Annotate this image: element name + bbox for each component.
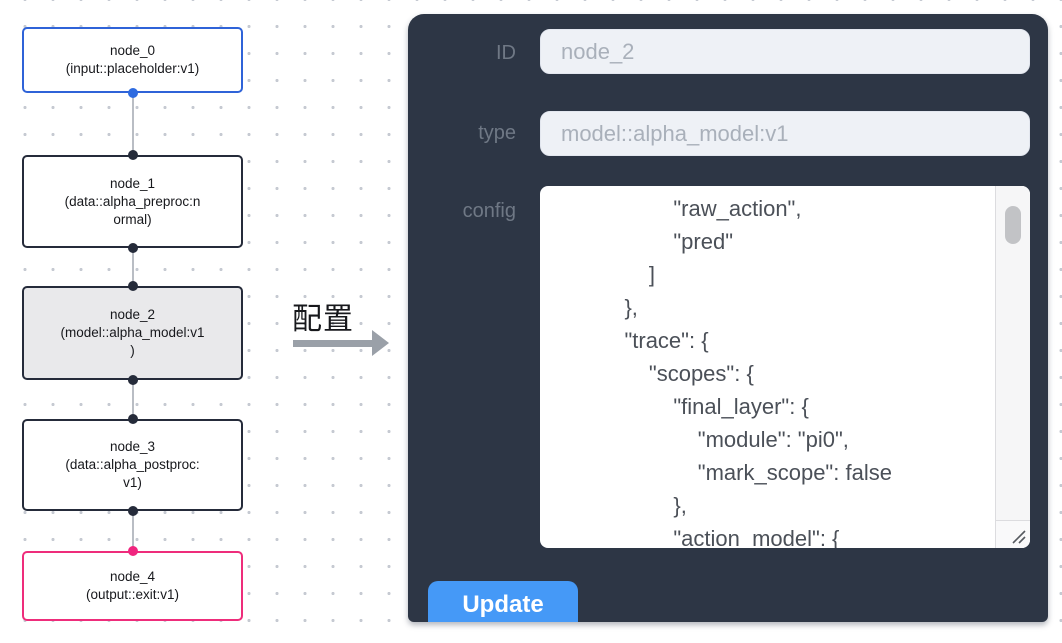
edge-node2-node3 bbox=[132, 380, 134, 419]
port-node4-input[interactable] bbox=[127, 546, 138, 556]
right-arrow-icon bbox=[293, 340, 373, 347]
config-scrollbar-thumb[interactable] bbox=[1005, 206, 1021, 244]
edge-node0-node1 bbox=[132, 93, 134, 155]
resize-grip-icon bbox=[1012, 530, 1026, 544]
port-node1-output[interactable] bbox=[127, 243, 138, 253]
node-label: node_2(model::alpha_model:v1 ) bbox=[60, 307, 205, 358]
node-label: node_0(input::placeholder:v1) bbox=[65, 43, 200, 76]
port-node1-input[interactable] bbox=[127, 150, 138, 160]
graph-node-0[interactable]: node_0(input::placeholder:v1) bbox=[22, 27, 243, 93]
port-node3-input[interactable] bbox=[127, 414, 138, 424]
config-resize-corner[interactable] bbox=[995, 520, 1030, 548]
id-field-label: ID bbox=[496, 42, 516, 64]
edge-node3-node4 bbox=[132, 511, 134, 551]
graph-node-1[interactable]: node_1(data::alpha_preproc:n ormal) bbox=[22, 155, 243, 248]
graph-node-3[interactable]: node_3(data::alpha_postproc: v1) bbox=[22, 419, 243, 511]
config-field-label: config bbox=[462, 200, 516, 222]
port-node2-input[interactable] bbox=[127, 281, 138, 291]
edge-node1-node2 bbox=[132, 248, 134, 286]
node-config-panel: ID type config "raw_action", "pred" ] },… bbox=[408, 14, 1048, 622]
port-node3-output[interactable] bbox=[127, 506, 138, 516]
right-arrow-head-icon bbox=[372, 330, 389, 356]
node-label: node_4(output::exit:v1) bbox=[85, 569, 180, 602]
configure-label: 配置 bbox=[292, 303, 354, 336]
update-button[interactable]: Update bbox=[428, 581, 578, 622]
config-json-text: "raw_action", "pred" ] }, "trace": { "sc… bbox=[624, 196, 892, 548]
config-scrollbar-track[interactable] bbox=[995, 186, 1030, 520]
type-input[interactable] bbox=[540, 111, 1030, 156]
port-node0-output[interactable] bbox=[127, 88, 138, 98]
graph-node-2-selected[interactable]: node_2(model::alpha_model:v1 ) bbox=[22, 286, 243, 380]
node-label: node_1(data::alpha_preproc:n ormal) bbox=[64, 175, 201, 227]
config-textarea[interactable]: "raw_action", "pred" ] }, "trace": { "sc… bbox=[540, 186, 1030, 548]
id-input[interactable] bbox=[540, 29, 1030, 74]
graph-node-4[interactable]: node_4(output::exit:v1) bbox=[22, 551, 243, 621]
type-field-label: type bbox=[478, 122, 516, 144]
port-node2-output[interactable] bbox=[127, 375, 138, 385]
node-label: node_3(data::alpha_postproc: v1) bbox=[65, 439, 200, 490]
